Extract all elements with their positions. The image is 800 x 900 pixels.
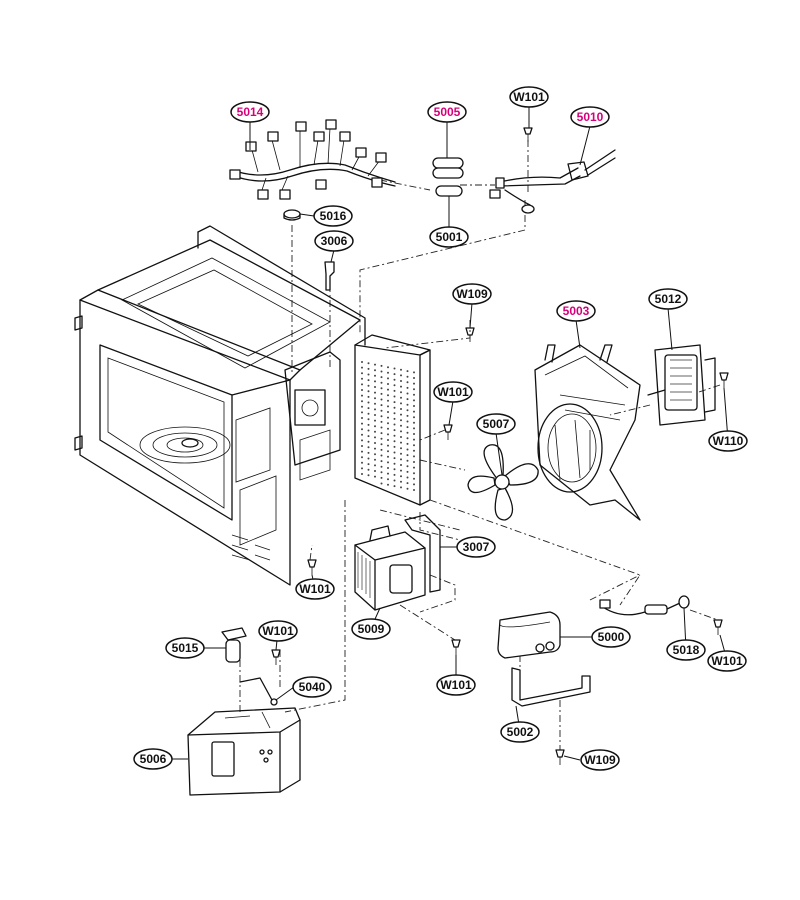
screw-w101-right — [713, 619, 723, 635]
screw-w101-lamp — [271, 649, 281, 665]
svg-text:W109: W109 — [456, 287, 488, 301]
callout-5006: 5006 — [133, 748, 173, 770]
vent-panel — [354, 334, 431, 506]
callout-5005: 5005 — [427, 101, 467, 123]
callout-w101-bottom: W101 — [436, 674, 476, 696]
svg-text:W109: W109 — [584, 753, 616, 767]
screw-w109-bottom — [555, 749, 565, 765]
svg-text:W101: W101 — [299, 582, 331, 596]
svg-text:3006: 3006 — [321, 234, 348, 248]
callout-5007: 5007 — [476, 413, 516, 435]
svg-text:W101: W101 — [437, 385, 469, 399]
fan-blade-5007 — [467, 444, 539, 521]
callout-5016: 5016 — [313, 205, 353, 227]
callout-5010: 5010 — [570, 106, 610, 128]
callout-w110: W110 — [708, 430, 748, 452]
screw-w101-top — [523, 127, 533, 142]
screw-w101-side — [443, 424, 453, 440]
svg-text:5010: 5010 — [577, 110, 604, 124]
callout-w101-right: W101 — [707, 650, 747, 672]
svg-text:5006: 5006 — [140, 752, 167, 766]
fuse-5005 — [432, 157, 464, 197]
leader-lines — [172, 107, 729, 761]
callout-w109-top: W109 — [452, 283, 492, 305]
callout-5012: 5012 — [648, 288, 688, 310]
power-cord-5010 — [489, 149, 616, 214]
callout-w101-lamp: W101 — [258, 620, 298, 642]
capacitor-5000 — [497, 611, 561, 659]
svg-text:5016: 5016 — [320, 209, 347, 223]
svg-text:3007: 3007 — [463, 540, 490, 554]
callout-5015: 5015 — [165, 637, 205, 659]
callout-5040: 5040 — [292, 676, 332, 698]
svg-text:5000: 5000 — [598, 630, 625, 644]
callout-w101-top: W101 — [509, 86, 549, 108]
svg-text:5015: 5015 — [172, 641, 199, 655]
fan-motor-5012 — [647, 344, 716, 426]
diode-5018 — [599, 595, 690, 616]
svg-text:5002: 5002 — [507, 725, 534, 739]
svg-text:W101: W101 — [711, 654, 743, 668]
svg-text:5009: 5009 — [358, 622, 385, 636]
callout-5003: 5003 — [556, 300, 596, 322]
callout-5018: 5018 — [666, 639, 706, 661]
svg-text:W101: W101 — [513, 90, 545, 104]
oven-cavity — [74, 225, 366, 586]
lamp-5015 — [221, 627, 247, 663]
svg-text:5003: 5003 — [563, 304, 590, 318]
svg-text:W110: W110 — [713, 434, 744, 448]
callout-5000: 5000 — [591, 626, 631, 648]
fan-duct-5003 — [534, 344, 641, 521]
callout-3006: 3006 — [314, 230, 354, 252]
bracket-5002 — [511, 667, 591, 707]
callout-3007: 3007 — [456, 536, 496, 558]
callout-w109-bottom: W109 — [580, 749, 620, 771]
clip-5040 — [239, 677, 278, 706]
callout-5014: 5014 — [230, 101, 270, 123]
callout-5009: 5009 — [351, 618, 391, 640]
bracket-3007 — [404, 514, 441, 593]
callout-5002: 5002 — [500, 721, 540, 743]
svg-text:W101: W101 — [262, 624, 294, 638]
svg-text:5014: 5014 — [237, 105, 264, 119]
svg-text:5018: 5018 — [673, 643, 700, 657]
screw-w101-left — [307, 559, 317, 575]
svg-text:5007: 5007 — [483, 417, 510, 431]
callout-w101-left: W101 — [295, 578, 335, 600]
screw-w109-top — [465, 327, 475, 342]
latch-3006 — [324, 261, 335, 291]
svg-text:5001: 5001 — [436, 230, 463, 244]
screw-w110 — [719, 372, 729, 388]
callout-w101-side: W101 — [433, 381, 473, 403]
screw-w101-bottom — [451, 639, 461, 655]
wire-harness-5014 — [229, 119, 396, 200]
svg-text:5012: 5012 — [655, 292, 682, 306]
svg-text:W101: W101 — [440, 678, 472, 692]
callout-labels: 5014 5005 W101 5010 5016 5001 3006 W109 — [133, 86, 748, 771]
assembly-lines — [239, 140, 721, 750]
control-box-5006 — [187, 707, 301, 796]
svg-text:5005: 5005 — [434, 105, 461, 119]
svg-text:5040: 5040 — [299, 680, 326, 694]
thermostat-5016 — [283, 209, 301, 221]
magnetron-5009 — [354, 525, 426, 611]
callout-5001: 5001 — [429, 226, 469, 248]
